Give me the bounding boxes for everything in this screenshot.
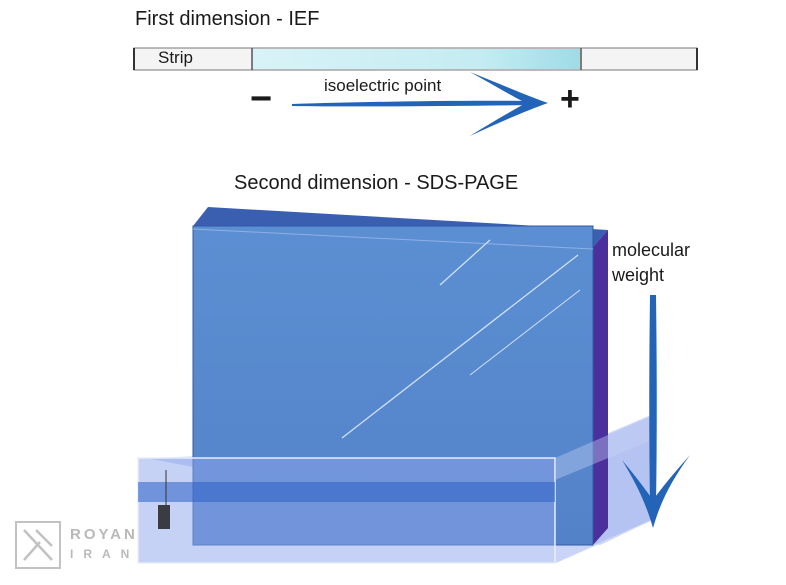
strip-label: Strip: [158, 48, 193, 67]
ief-strip: [133, 47, 698, 71]
isoelectric-point-arrow: [292, 72, 548, 136]
buffer-tank-front: [137, 416, 652, 564]
molecular-weight-label-line2: weight: [612, 265, 665, 285]
plus-sign: +: [560, 80, 580, 118]
first-dimension-title: First dimension - IEF: [135, 8, 320, 30]
molecular-weight-arrow: [622, 295, 690, 528]
molecular-weight-label-line1: molecular: [612, 240, 691, 260]
isoelectric-point-label: isoelectric point: [324, 76, 442, 95]
minus-sign: −: [250, 78, 273, 120]
logo-text-iran: IRAN: [70, 547, 140, 561]
logo-text-royan: ROYAN: [70, 526, 138, 543]
second-dimension-title: Second dimension - SDS-PAGE: [234, 172, 519, 194]
royan-logo-icon: [15, 521, 61, 569]
